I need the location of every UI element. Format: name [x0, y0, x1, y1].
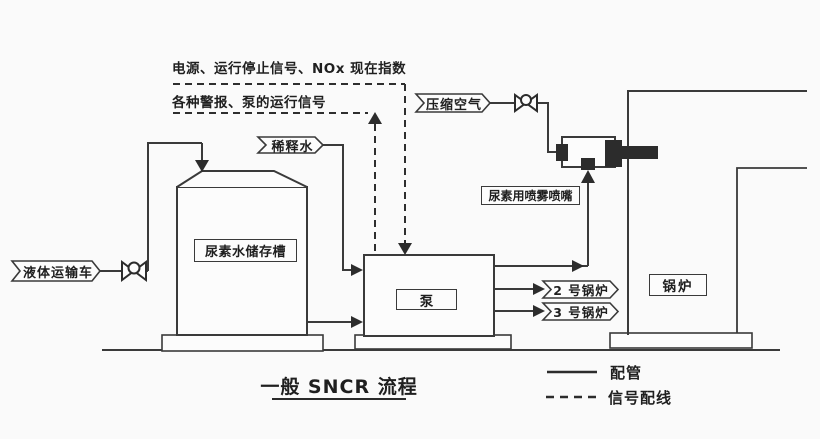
- tag-shape-boiler2: [541, 280, 620, 299]
- tag-shape-boiler3: [541, 302, 620, 321]
- arrow-into-tank: [195, 160, 209, 172]
- nozzle-lance: [622, 146, 658, 159]
- arrow-to-nozzle-line: [572, 260, 584, 272]
- storage-tank-roof: [176, 170, 308, 188]
- tag-shape-air: [414, 93, 492, 113]
- tag-compressed-air: 压缩空气: [425, 97, 482, 113]
- signal-text-outgoing: 各种警报、泵的运行信号: [172, 95, 326, 111]
- spray-nozzle-assembly: [556, 136, 658, 170]
- nozzle-label: 尿素用喷雾喷嘴: [481, 186, 580, 205]
- valve-icon: [121, 260, 147, 282]
- signal-text-incoming: 电源、运行停止信号、NOx 现在指数: [172, 61, 407, 77]
- pump-pedestal: [354, 334, 512, 350]
- compressed-air-pipe: [490, 102, 557, 153]
- tank-pedestal: [161, 334, 324, 352]
- arrow-to-boiler2: [533, 283, 545, 295]
- tag-shape-dilution: [256, 136, 325, 154]
- valve-icon-air: [514, 93, 538, 113]
- arrow-signal-from-pump: [368, 112, 382, 124]
- tag-boiler3: 3 号锅炉: [553, 305, 609, 320]
- boiler-inner-wall: [736, 167, 807, 333]
- tag-truck: 液体运输车: [22, 265, 93, 281]
- tag-shape-truck: [10, 260, 102, 282]
- signal-wire-incoming: [173, 83, 406, 243]
- arrow-up-into-nozzle: [581, 170, 595, 183]
- arrow-signal-into-pump: [398, 243, 412, 255]
- pump-label: 泵: [396, 289, 457, 310]
- signal-wire-outgoing: [173, 112, 376, 255]
- diagram-title: 一般 SNCR 流程: [260, 375, 417, 400]
- boiler-label: 锅炉: [649, 274, 707, 296]
- legend-signal-label: 信号配线: [608, 389, 673, 407]
- boiler-outer-wall: [627, 90, 807, 335]
- boiler-base: [609, 332, 753, 349]
- tag-dilution-water: 稀释水: [271, 139, 314, 155]
- arrow-dilution-into-pump: [351, 264, 363, 276]
- tank-label: 尿素水储存槽: [194, 239, 297, 262]
- arrow-to-boiler3: [533, 305, 545, 317]
- arrow-tank-into-pump: [351, 316, 363, 328]
- legend-pipe-label: 配管: [610, 364, 643, 382]
- tag-boiler2: 2 号锅炉: [553, 283, 609, 298]
- dilution-water-pipe: [323, 144, 351, 271]
